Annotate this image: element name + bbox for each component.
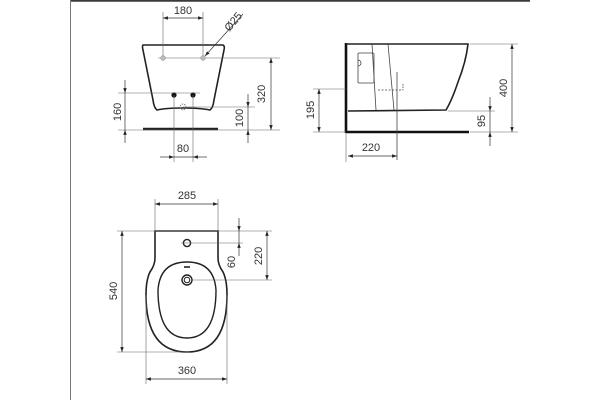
dim-220-top: 220 bbox=[253, 247, 265, 265]
dim-80: 80 bbox=[177, 143, 189, 155]
top-inner-bowl bbox=[157, 261, 217, 339]
dim-60: 60 bbox=[226, 256, 238, 268]
dim-180: 180 bbox=[174, 5, 192, 17]
dim-95: 95 bbox=[476, 115, 488, 127]
dim-160: 160 bbox=[112, 103, 124, 121]
drain-hole bbox=[181, 274, 193, 286]
dim-220-side: 220 bbox=[362, 142, 380, 154]
dim-285: 285 bbox=[178, 190, 196, 202]
front-view: 180 Ø25 320 160 100 80 bbox=[112, 5, 280, 162]
top-view: 285 540 60 220 360 bbox=[108, 190, 272, 384]
side-bowl-outline bbox=[346, 43, 469, 112]
dim-diameter-25: Ø25 bbox=[222, 10, 245, 34]
dim-195: 195 bbox=[305, 101, 317, 119]
dim-400: 400 bbox=[498, 79, 510, 97]
leader-25 bbox=[204, 13, 244, 57]
dim-540: 540 bbox=[108, 282, 120, 300]
dim-360: 360 bbox=[178, 365, 196, 377]
drawing-frame bbox=[70, 0, 530, 400]
side-view: 400 95 195 220 bbox=[305, 43, 518, 162]
dim-320: 320 bbox=[256, 85, 268, 103]
dim-100: 100 bbox=[234, 109, 246, 127]
front-bowl-outline bbox=[141, 44, 226, 111]
